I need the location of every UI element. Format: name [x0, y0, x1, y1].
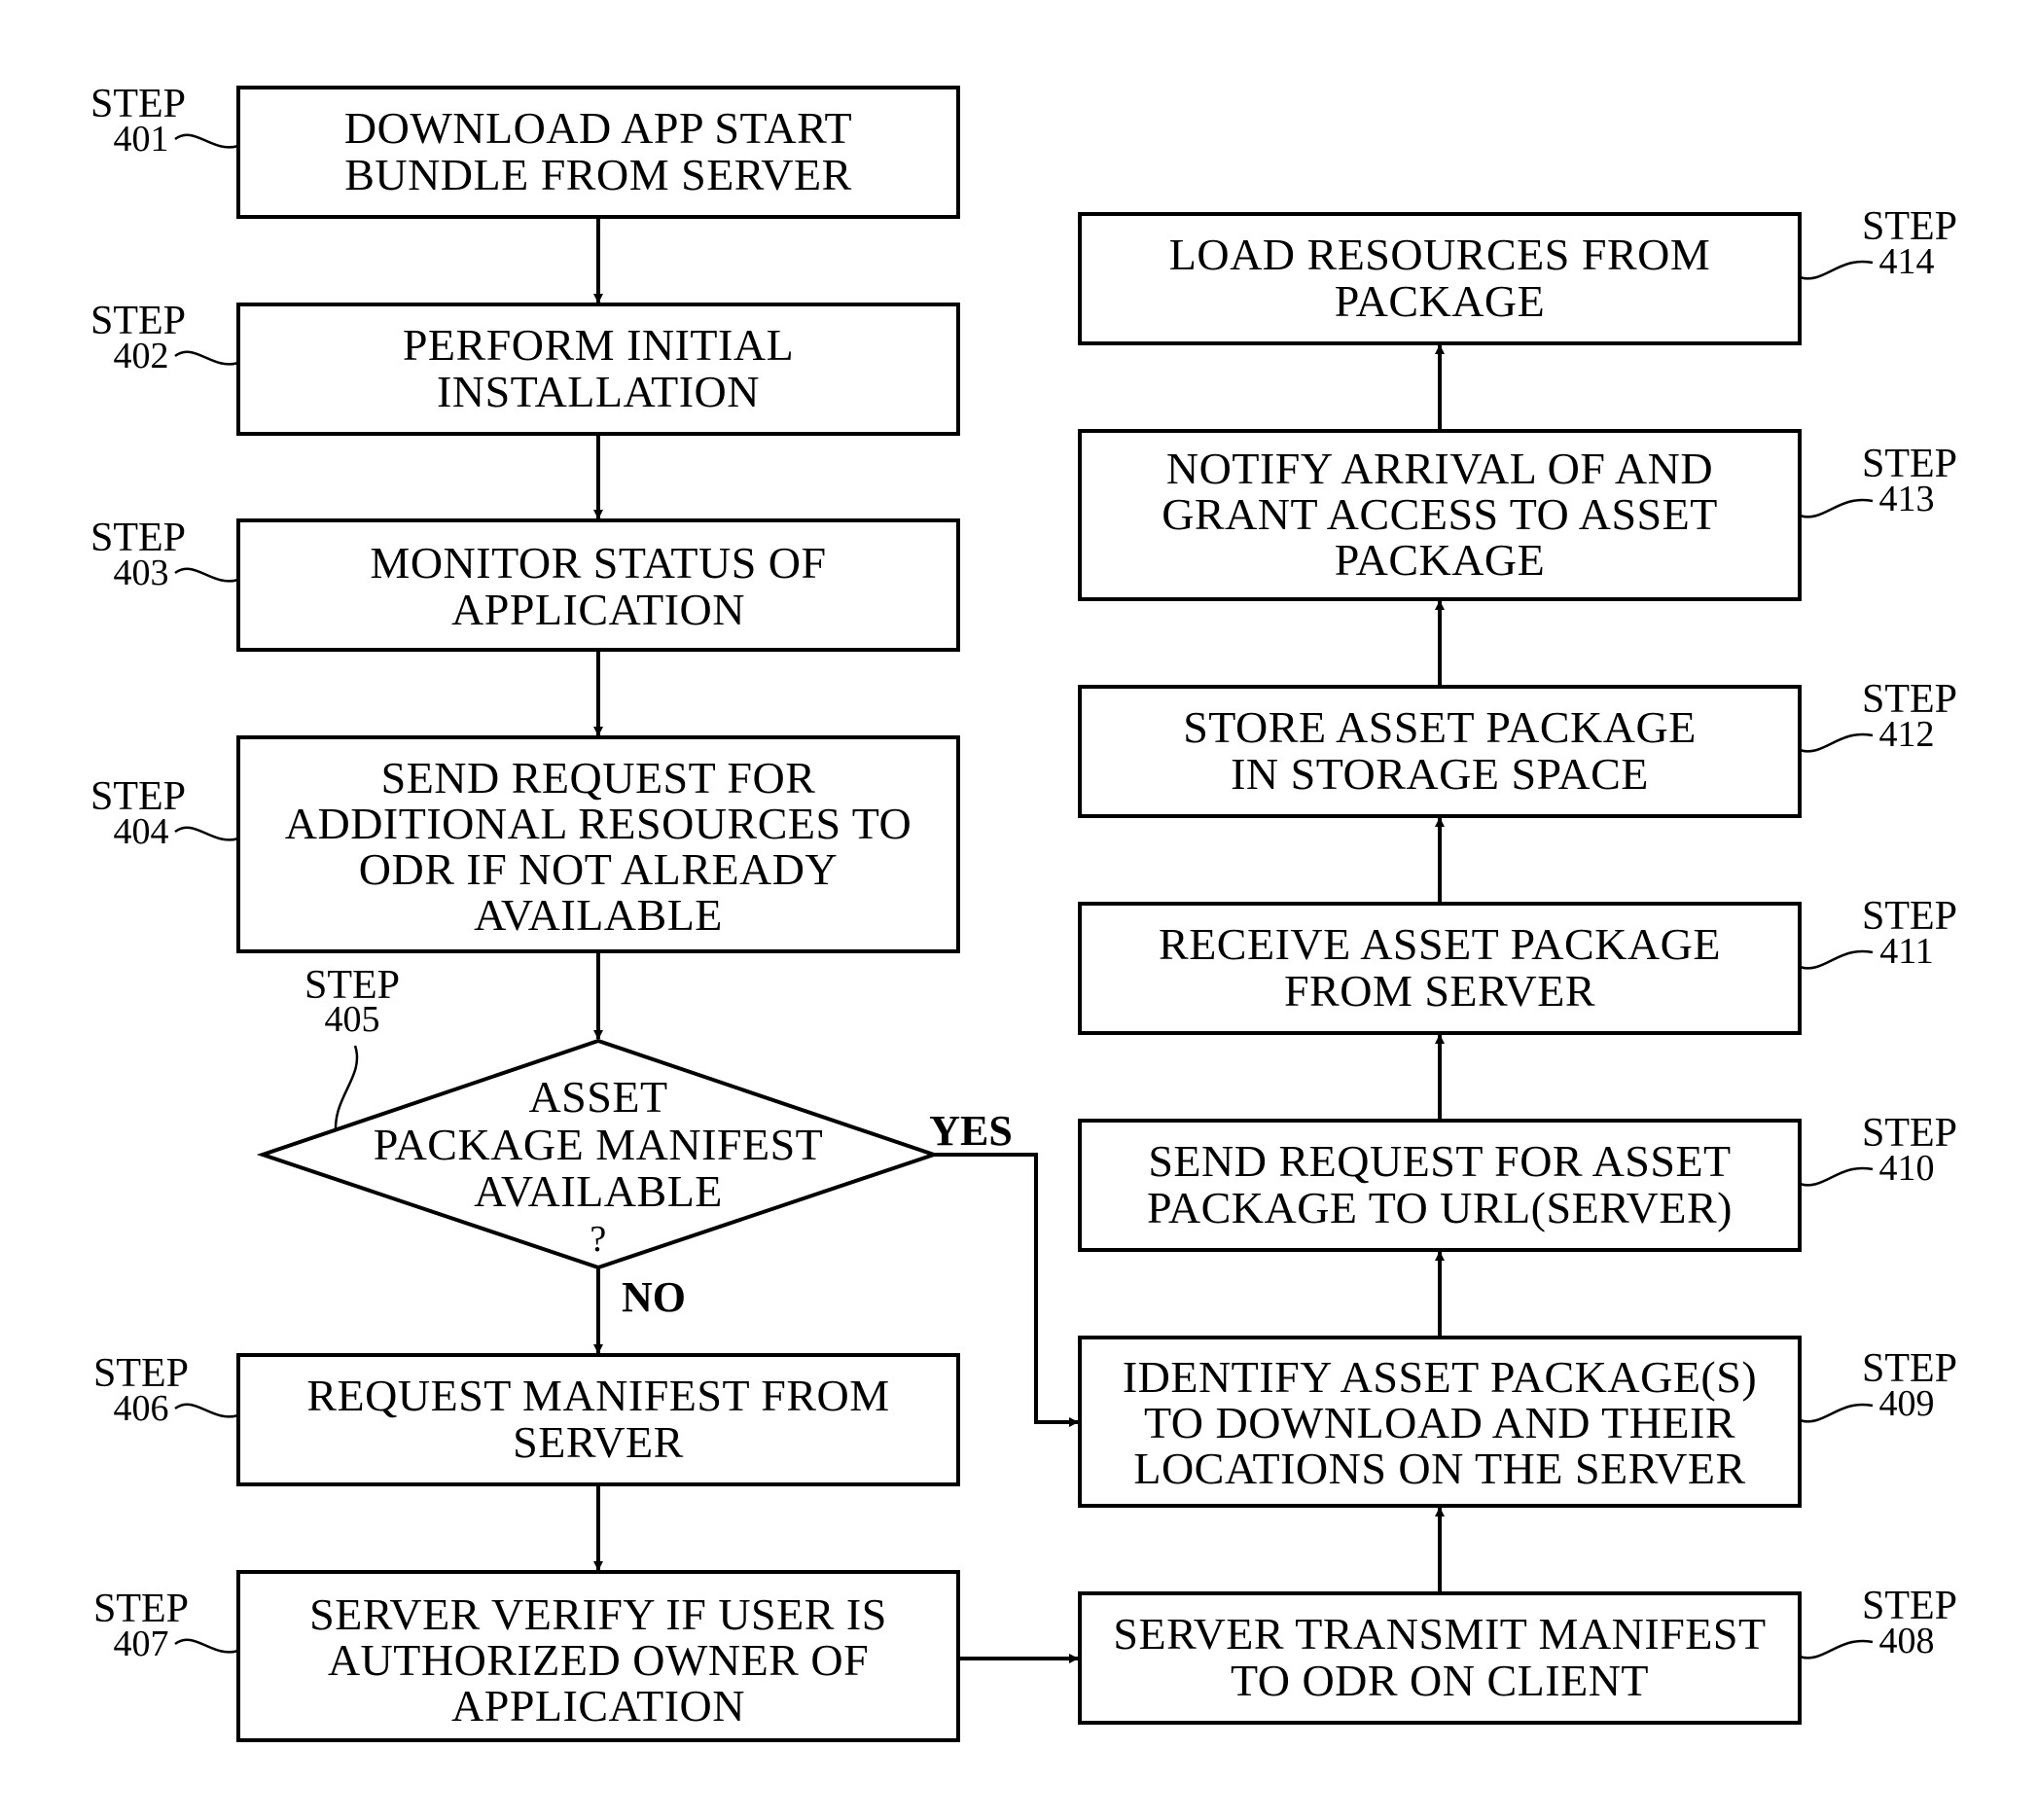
- step-403-number: 403: [114, 553, 169, 593]
- step-405-line-1: ASSET: [528, 1072, 667, 1122]
- step-410-line-2: PACKAGE TO URL(SERVER): [1147, 1183, 1733, 1232]
- step-402-line-2: INSTALLATION: [437, 367, 760, 416]
- step-410-number: 410: [1879, 1148, 1935, 1189]
- step-411-line-2: FROM SERVER: [1284, 966, 1595, 1016]
- step-409-line-2: TO DOWNLOAD AND THEIR: [1144, 1398, 1735, 1447]
- step-403-leader: [175, 569, 238, 582]
- step-406-leader: [175, 1405, 238, 1417]
- step-407: SERVER VERIFY IF USER IS AUTHORIZED OWNE…: [93, 1572, 958, 1740]
- step-404-line-3: ODR IF NOT ALREADY: [359, 844, 838, 894]
- step-411-leader: [1800, 951, 1873, 968]
- step-401-line-1: DOWNLOAD APP START: [344, 103, 852, 153]
- step-405-line-4: ?: [590, 1219, 606, 1260]
- step-405-number: 405: [325, 999, 380, 1040]
- step-405-leader: [336, 1046, 357, 1128]
- step-407-line-1: SERVER VERIFY IF USER IS: [309, 1589, 887, 1639]
- step-405-line-3: AVAILABLE: [474, 1166, 723, 1216]
- step-401-number: 401: [114, 119, 169, 160]
- step-401-line-2: BUNDLE FROM SERVER: [344, 150, 852, 199]
- step-408: SERVER TRANSMIT MANIFEST TO ODR ON CLIEN…: [1080, 1584, 1957, 1723]
- step-404-number: 404: [114, 811, 169, 852]
- step-402-number: 402: [114, 336, 169, 376]
- step-412-number: 412: [1879, 714, 1935, 755]
- step-409-leader: [1800, 1405, 1873, 1421]
- step-413-line-1: NOTIFY ARRIVAL OF AND: [1166, 444, 1713, 493]
- step-406-number: 406: [114, 1388, 169, 1429]
- step-407-line-3: APPLICATION: [451, 1681, 745, 1731]
- step-403: MONITOR STATUS OF APPLICATION STEP 403: [90, 516, 958, 650]
- step-409-line-1: IDENTIFY ASSET PACKAGE(S): [1123, 1352, 1757, 1402]
- step-408-line-2: TO ODR ON CLIENT: [1231, 1656, 1649, 1705]
- step-405-line-2: PACKAGE MANIFEST: [374, 1120, 824, 1169]
- step-412-leader: [1800, 734, 1873, 751]
- step-408-line-1: SERVER TRANSMIT MANIFEST: [1113, 1609, 1766, 1659]
- step-404-line-1: SEND REQUEST FOR: [381, 753, 816, 803]
- yes-label: YES: [929, 1107, 1013, 1155]
- step-403-line-1: MONITOR STATUS OF: [370, 538, 826, 588]
- step-404-line-4: AVAILABLE: [474, 890, 723, 940]
- step-410: SEND REQUEST FOR ASSET PACKAGE TO URL(SE…: [1080, 1111, 1957, 1250]
- step-402-leader: [175, 352, 238, 365]
- step-410-leader: [1800, 1168, 1873, 1185]
- step-410-line-1: SEND REQUEST FOR ASSET: [1148, 1136, 1731, 1186]
- step-413: NOTIFY ARRIVAL OF AND GRANT ACCESS TO AS…: [1080, 431, 1957, 599]
- step-403-line-2: APPLICATION: [451, 585, 745, 634]
- step-407-line-2: AUTHORIZED OWNER OF: [328, 1635, 869, 1685]
- step-406-line-2: SERVER: [513, 1417, 684, 1467]
- step-404: SEND REQUEST FOR ADDITIONAL RESOURCES TO…: [90, 737, 958, 951]
- step-406-line-1: REQUEST MANIFEST FROM: [306, 1371, 889, 1420]
- step-413-leader: [1800, 500, 1873, 517]
- step-402-line-1: PERFORM INITIAL: [403, 320, 794, 370]
- step-412-line-2: IN STORAGE SPACE: [1231, 749, 1649, 799]
- step-408-number: 408: [1879, 1621, 1935, 1661]
- step-409: IDENTIFY ASSET PACKAGE(S) TO DOWNLOAD AN…: [1080, 1338, 1957, 1506]
- step-407-number: 407: [114, 1624, 169, 1664]
- step-414-leader: [1800, 262, 1873, 278]
- step-413-number: 413: [1879, 479, 1935, 519]
- step-407-leader: [175, 1640, 238, 1653]
- step-414: LOAD RESOURCES FROM PACKAGE STEP 414: [1080, 204, 1957, 343]
- step-409-number: 409: [1879, 1383, 1935, 1424]
- no-label: NO: [622, 1273, 686, 1321]
- step-402: PERFORM INITIAL INSTALLATION STEP 402: [90, 299, 958, 434]
- step-413-line-2: GRANT ACCESS TO ASSET: [1162, 489, 1718, 539]
- step-412-line-1: STORE ASSET PACKAGE: [1183, 702, 1697, 752]
- step-414-line-1: LOAD RESOURCES FROM: [1169, 230, 1711, 279]
- step-408-leader: [1800, 1641, 1873, 1658]
- step-409-line-3: LOCATIONS ON THE SERVER: [1133, 1444, 1745, 1493]
- step-413-line-3: PACKAGE: [1335, 535, 1546, 585]
- step-406: REQUEST MANIFEST FROM SERVER STEP 406: [93, 1351, 958, 1484]
- step-404-line-2: ADDITIONAL RESOURCES TO: [285, 799, 912, 848]
- step-401: DOWNLOAD APP START BUNDLE FROM SERVER ST…: [90, 82, 958, 217]
- step-411-number: 411: [1879, 931, 1934, 972]
- step-411: RECEIVE ASSET PACKAGE FROM SERVER STEP 4…: [1080, 894, 1957, 1033]
- step-404-leader: [175, 828, 238, 840]
- step-411-line-1: RECEIVE ASSET PACKAGE: [1159, 919, 1721, 969]
- step-414-number: 414: [1879, 241, 1935, 282]
- step-412: STORE ASSET PACKAGE IN STORAGE SPACE STE…: [1080, 677, 1957, 816]
- step-414-line-2: PACKAGE: [1335, 276, 1546, 326]
- step-401-leader: [175, 135, 238, 148]
